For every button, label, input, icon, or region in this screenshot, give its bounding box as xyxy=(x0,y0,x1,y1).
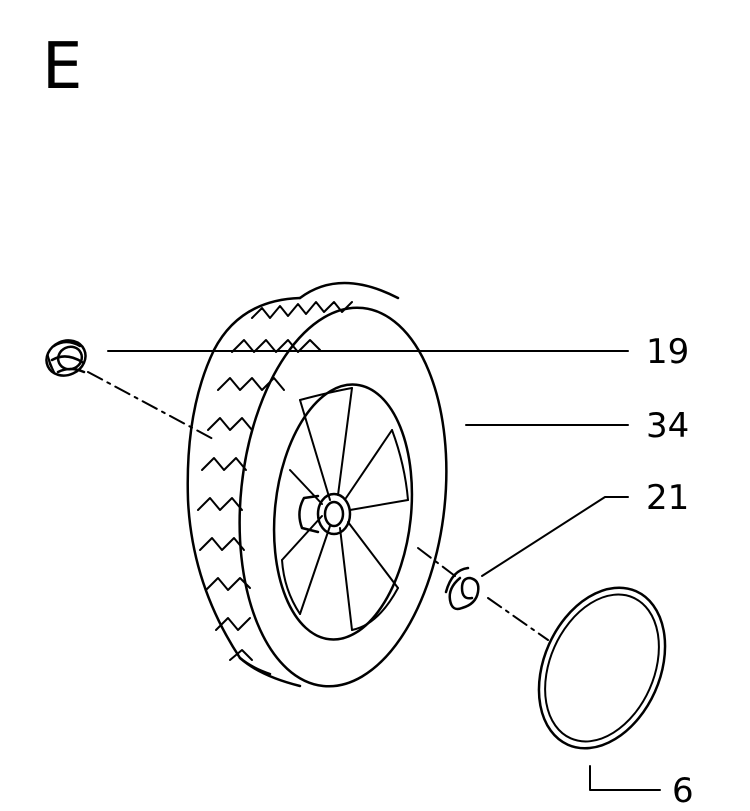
section-letter: E xyxy=(42,30,82,104)
callout-19: 19 xyxy=(646,332,689,372)
wheel-part xyxy=(186,281,448,688)
callout-6: 6 xyxy=(672,771,694,811)
axle-centerline xyxy=(87,371,549,641)
leader-6 xyxy=(589,765,661,791)
callout-34: 34 xyxy=(646,406,689,446)
clip-part xyxy=(444,566,480,611)
callout-21: 21 xyxy=(646,478,689,518)
cap-nut-part xyxy=(45,339,87,377)
leader-21 xyxy=(481,496,629,577)
hubcap-ring-part xyxy=(537,586,667,750)
leader-lines xyxy=(107,350,661,791)
